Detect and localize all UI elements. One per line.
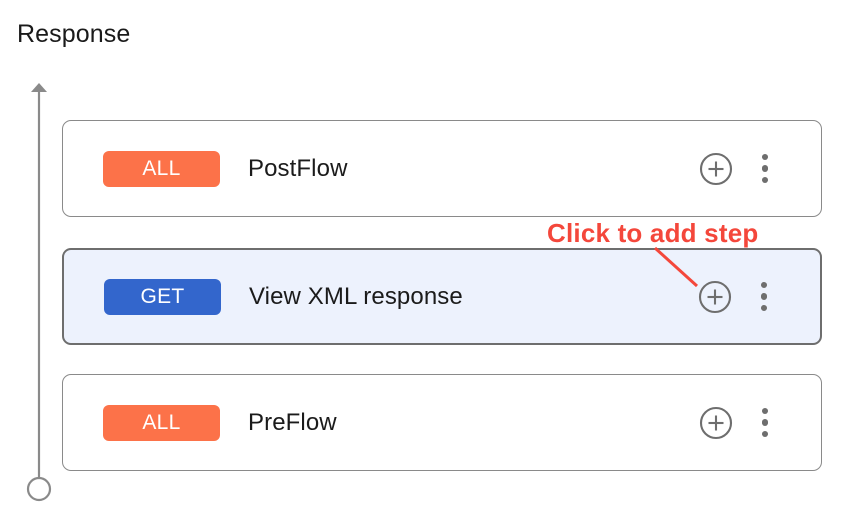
plus-circle-icon[interactable] [698,280,732,314]
annotation-label: Click to add step [547,218,759,248]
kebab-menu-icon[interactable] [753,152,777,186]
flow-step-row-preflow[interactable]: ALL PreFlow [62,374,822,471]
kebab-dot [761,165,769,172]
axis-end-circle-icon [26,476,52,502]
kebab-dot [761,154,769,161]
method-badge-all: ALL [103,150,220,187]
arrow-head-icon [31,83,47,92]
flow-direction-axis [26,83,52,502]
flow-step-name: PostFlow [248,154,348,182]
page-title: Response [17,20,131,48]
flow-step-actions [699,152,777,186]
flow-step-row-postflow[interactable]: ALL PostFlow [62,120,822,217]
flow-step-name: View XML response [249,282,463,310]
flow-step-row-view-xml-response[interactable]: GET View XML response [62,248,822,345]
kebab-dot [760,293,768,300]
kebab-dot [760,282,768,289]
flow-step-actions [698,280,776,314]
flow-step-name: PreFlow [248,408,337,436]
kebab-menu-icon[interactable] [752,280,776,314]
method-badge-get: GET [104,278,221,315]
plus-circle-icon[interactable] [699,406,733,440]
kebab-dot [761,430,769,437]
kebab-dot [760,304,768,311]
kebab-dot [761,408,769,415]
method-badge-all: ALL [103,404,220,441]
kebab-menu-icon[interactable] [753,406,777,440]
kebab-dot [761,176,769,183]
kebab-dot [761,419,769,426]
flow-step-actions [699,406,777,440]
plus-circle-icon[interactable] [699,152,733,186]
